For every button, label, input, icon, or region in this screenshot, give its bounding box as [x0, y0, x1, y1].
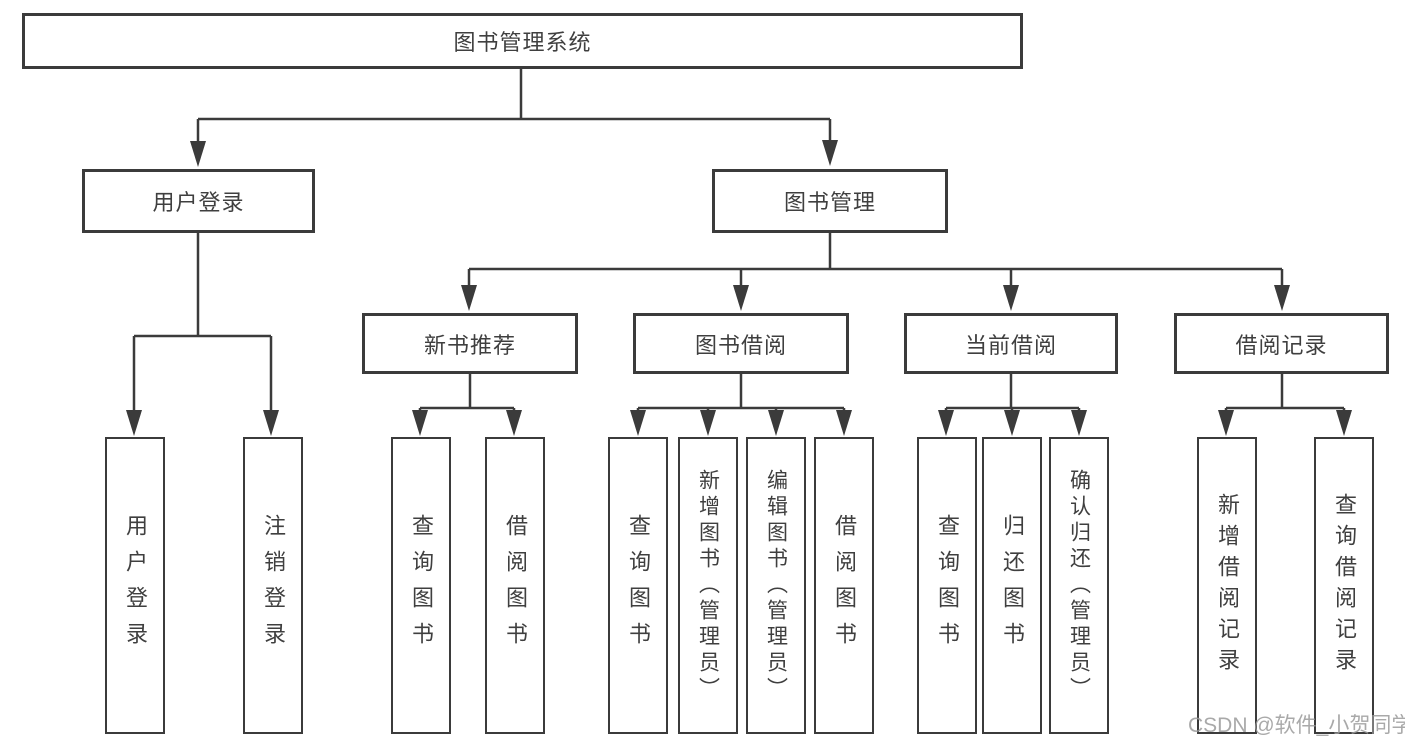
node-root: 图书管理系统: [22, 13, 1023, 69]
leaf-confirm-return-admin: 确认归还（管理员）: [1049, 437, 1109, 734]
leaf-return-books: 归还图书: [982, 437, 1042, 734]
node-book-management-label: 图书管理: [783, 190, 876, 215]
leaf-logout: 注销登录: [243, 437, 303, 734]
node-current-borrowing-label: 当前借阅: [964, 332, 1057, 358]
leaf-borrow-books-recommend: 借阅图书: [485, 437, 545, 734]
leaf-query-books-current: 查询图书: [917, 437, 977, 734]
node-user-login-label: 用户登录: [152, 190, 245, 215]
leaf-user-login: 用户登录: [105, 437, 165, 734]
node-book-borrowing: 图书借阅: [633, 313, 849, 374]
node-new-book-recommend: 新书推荐: [362, 313, 578, 374]
node-borrow-records: 借阅记录: [1174, 313, 1389, 374]
leaf-edit-books-admin: 编辑图书（管理员）: [746, 437, 806, 734]
node-root-label: 图书管理系统: [453, 30, 592, 55]
csdn-watermark: CSDN @软件_小贺同学: [1188, 714, 1405, 737]
leaf-query-books-borrowing: 查询图书: [608, 437, 668, 734]
leaf-query-books-recommend: 查询图书: [391, 437, 451, 734]
leaf-borrow-books: 借阅图书: [814, 437, 874, 734]
leaf-add-borrow-record: 新增借阅记录: [1197, 437, 1257, 734]
leaf-add-books-admin: 新增图书（管理员）: [678, 437, 738, 734]
node-current-borrowing: 当前借阅: [904, 313, 1118, 374]
node-book-management: 图书管理: [712, 169, 948, 233]
node-user-login: 用户登录: [82, 169, 315, 233]
node-new-book-recommend-label: 新书推荐: [423, 332, 516, 358]
leaf-query-borrow-record: 查询借阅记录: [1314, 437, 1374, 734]
node-book-borrowing-label: 图书借阅: [694, 332, 787, 358]
node-borrow-records-label: 借阅记录: [1235, 332, 1328, 358]
arrowheads: [126, 140, 1352, 436]
